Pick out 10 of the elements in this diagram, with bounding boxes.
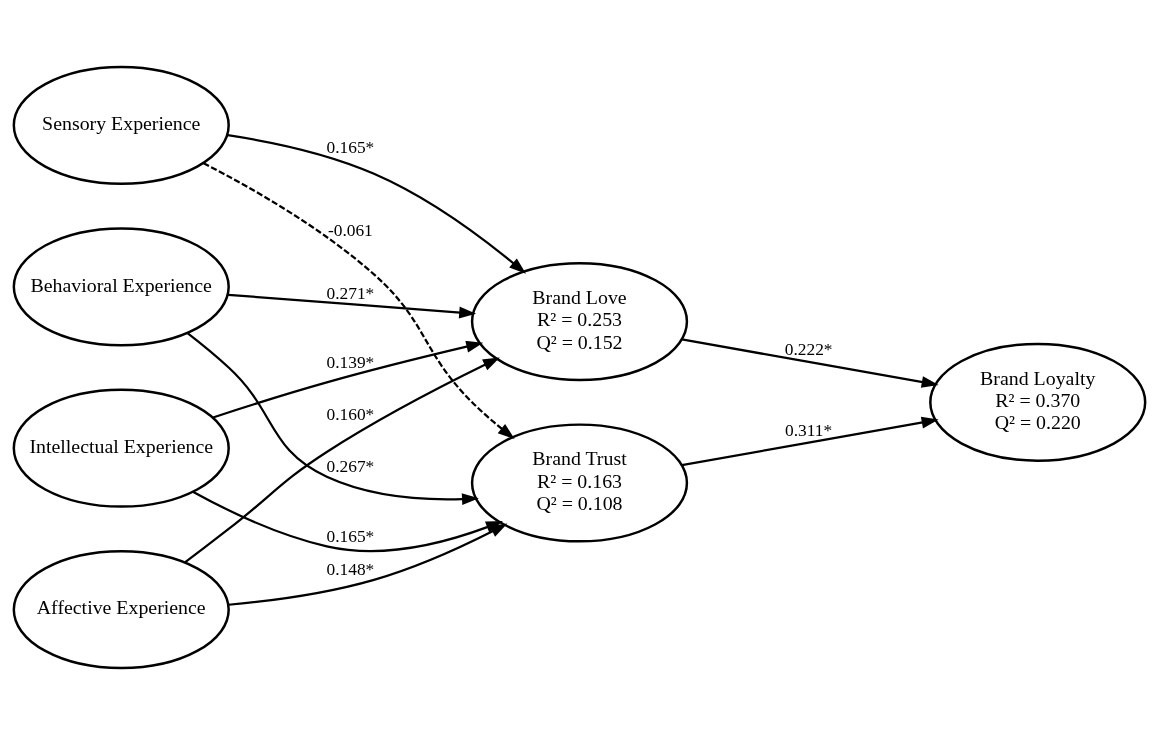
edge-label: 0.165* — [326, 137, 375, 157]
edge-label: 0.148* — [326, 560, 375, 580]
edge-label: 0.222* — [784, 340, 833, 360]
edge-label: 0.160* — [326, 404, 375, 424]
edge-label: 0.271* — [326, 284, 375, 304]
edge-label: 0.139* — [326, 352, 375, 372]
edge-label: 0.267* — [326, 457, 375, 477]
edge-label: 0.165* — [326, 526, 375, 546]
edge-label: -0.061 — [327, 221, 373, 241]
edge-label: 0.311* — [785, 421, 833, 441]
